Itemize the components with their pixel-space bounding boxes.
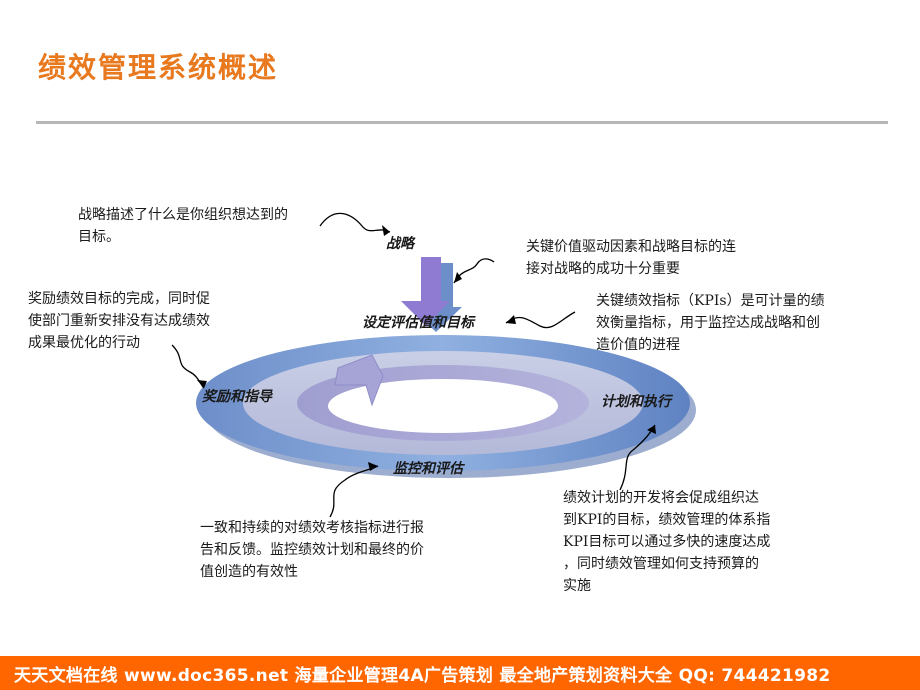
note-line: 实施 <box>563 578 591 594</box>
note-monitor: 一致和持续的对绩效考核指标进行报 告和反馈。监控绩效计划和最终的价 值创造的有效… <box>200 517 500 583</box>
stage-set-value: 设定评估值和目标 <box>362 315 474 331</box>
connector-drivers <box>453 258 495 284</box>
stage-strategy: 战略 <box>386 236 414 252</box>
note-kpi: 关键绩效指标（KPIs）是可计量的绩 效衡量指标，用于监控达成战略和创 造价值的… <box>596 290 896 356</box>
connector-plan-head <box>647 425 656 434</box>
note-line: 造价值的进程 <box>596 337 680 353</box>
stage-plan: 计划和执行 <box>601 394 671 410</box>
note-drivers: 关键价值驱动因素和战略目标的连 接对战略的成功十分重要 <box>526 236 786 280</box>
page-title: 绩效管理系统概述 <box>38 51 279 84</box>
note-line: KPI目标可以通过多快的速度达成 <box>563 534 771 550</box>
footer-text: 天天文档在线 www.doc365.net 海量企业管理4A广告策划 最全地产策… <box>14 665 831 686</box>
title-divider <box>36 121 888 124</box>
note-line: 目标。 <box>78 229 120 245</box>
note-line: 使部门重新安排没有达成绩效 <box>28 313 210 329</box>
note-line: 关键绩效指标（KPIs）是可计量的绩 <box>596 293 825 309</box>
connector-strategy <box>319 212 391 233</box>
connector-drivers-head <box>454 272 462 283</box>
note-strategy: 战略描述了什么是你组织想达到的 目标。 <box>78 204 368 248</box>
note-line: 成果最优化的行动 <box>28 335 140 351</box>
connector-reward-head <box>197 380 207 388</box>
connector-strategy-head <box>382 225 390 236</box>
note-reward: 奖励绩效目标的完成，同时促 使部门重新安排没有达成绩效 成果最优化的行动 <box>28 288 278 354</box>
footer-banner: 天天文档在线 www.doc365.net 海量企业管理4A广告策划 最全地产策… <box>0 656 920 690</box>
stage-reward: 奖励和指导 <box>202 389 272 405</box>
note-line: 奖励绩效目标的完成，同时促 <box>28 291 210 307</box>
note-line: 到KPI的目标，绩效管理的体系指 <box>563 512 771 528</box>
connector-plan <box>619 424 656 491</box>
connector-monitor-head <box>368 462 378 471</box>
note-plan: 绩效计划的开发将会促成组织达 到KPI的目标，绩效管理的体系指 KPI目标可以通… <box>563 487 843 597</box>
note-line: 战略描述了什么是你组织想达到的 <box>78 207 288 223</box>
connector-monitor <box>329 465 379 518</box>
note-line: 告和反馈。监控绩效计划和最终的价 <box>200 542 424 558</box>
note-line: 效衡量指标，用于监控达成战略和创 <box>596 315 820 331</box>
note-line: ，同时绩效管理如何支持预算的 <box>563 556 759 572</box>
note-line: 值创造的有效性 <box>200 564 298 580</box>
cycle-arrow <box>334 354 384 407</box>
ring-center <box>328 379 558 433</box>
strategy-down-arrow <box>401 257 462 332</box>
note-line: 关键价值驱动因素和战略目标的连 <box>526 239 736 255</box>
note-line: 一致和持续的对绩效考核指标进行报 <box>200 520 424 536</box>
note-line: 绩效计划的开发将会促成组织达 <box>563 490 759 506</box>
connector-kpi <box>505 311 576 329</box>
connector-kpi-head <box>506 315 516 324</box>
stage-monitor: 监控和评估 <box>393 461 463 477</box>
note-line: 接对战略的成功十分重要 <box>526 261 680 277</box>
